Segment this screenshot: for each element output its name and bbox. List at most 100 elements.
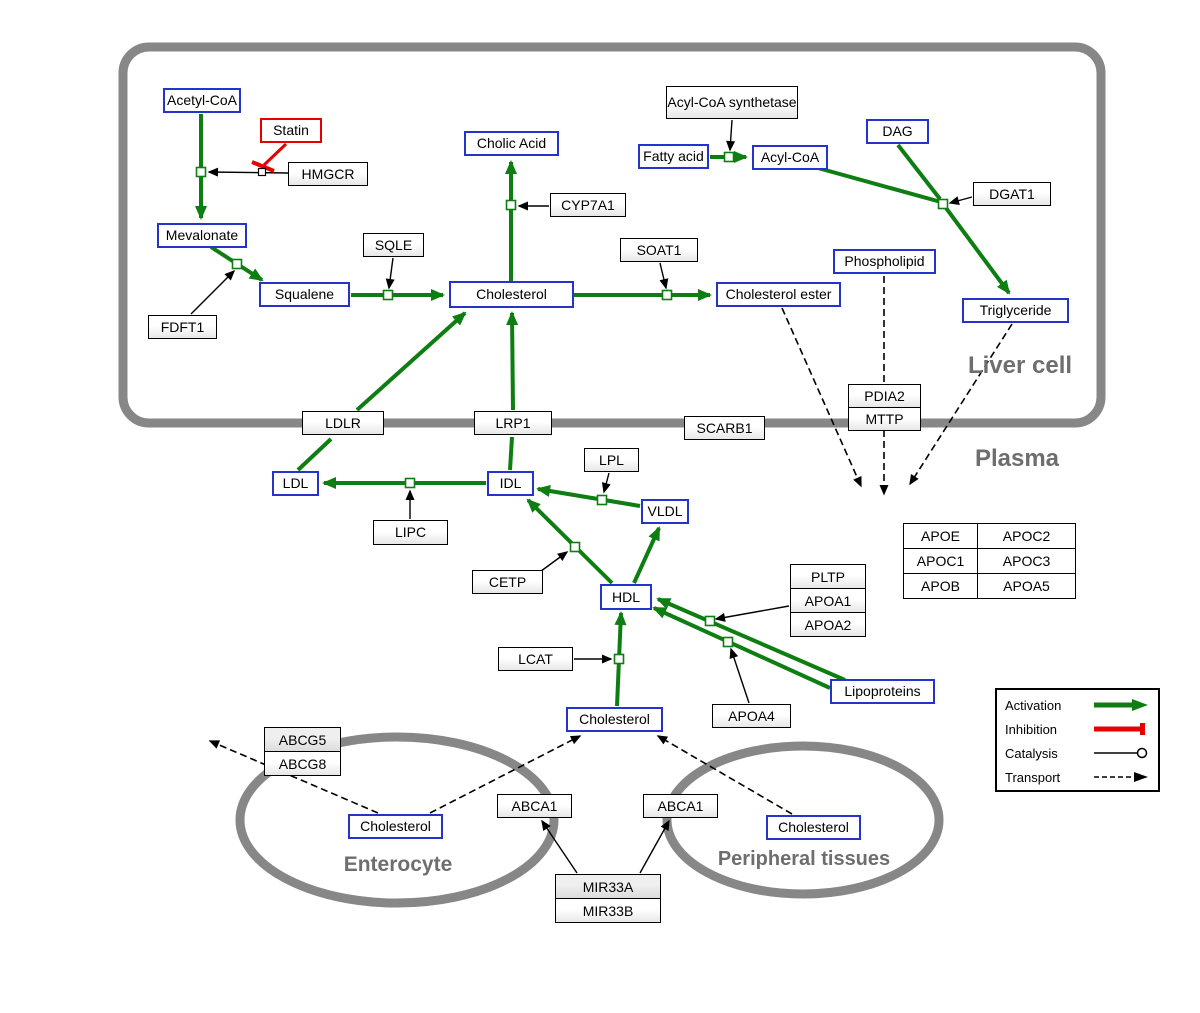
activation-edges xyxy=(195,114,1011,707)
node-dgat1[interactable]: DGAT1 xyxy=(973,182,1051,206)
catalysis-edges xyxy=(190,119,973,874)
membranes xyxy=(118,42,1106,908)
legend-activation-row: Activation xyxy=(997,693,1158,717)
node-hmgcr[interactable]: HMGCR xyxy=(288,162,368,186)
node-apoc2[interactable]: APOC2 xyxy=(978,524,1076,549)
node-pdia2[interactable]: PDIA2 xyxy=(848,384,921,408)
node-apoe[interactable]: APOE xyxy=(904,524,978,549)
node-apoa2[interactable]: APOA2 xyxy=(790,612,866,637)
node-scarb1[interactable]: SCARB1 xyxy=(684,416,765,440)
node-mevalonate[interactable]: Mevalonate xyxy=(157,223,247,248)
edge-mir33-abca1-right xyxy=(639,819,670,874)
node-lipc[interactable]: LIPC xyxy=(373,520,448,545)
edge-acylcoa-junction xyxy=(817,166,942,204)
node-cetp[interactable]: CETP xyxy=(472,570,543,594)
node-mir33a[interactable]: MIR33A xyxy=(555,874,661,899)
inhibition-tbar xyxy=(251,160,275,173)
edge-hdl-idl xyxy=(526,498,614,585)
node-ldl[interactable]: LDL xyxy=(272,471,319,496)
edge-triglyceride-to-plasma xyxy=(909,323,1013,486)
node-statin[interactable]: Statin xyxy=(260,118,322,143)
edge-hmgcr-catalysis xyxy=(207,167,289,177)
node-lipoproteins[interactable]: Lipoproteins xyxy=(830,679,935,704)
node-apob[interactable]: APOB xyxy=(904,574,978,599)
node-apoa4[interactable]: APOA4 xyxy=(712,704,791,728)
node-apoa5[interactable]: APOA5 xyxy=(978,574,1076,599)
edge-lipoproteins-hdl-lower xyxy=(652,606,831,690)
node-lcat[interactable]: LCAT xyxy=(498,647,573,671)
inhibition-edge-statin-hmgcr xyxy=(251,142,288,173)
edge-lpl-catalysis xyxy=(601,472,611,494)
edge-idl-lrp1 xyxy=(508,436,514,471)
node-apoc3[interactable]: APOC3 xyxy=(978,549,1076,574)
node-fdft1[interactable]: FDFT1 xyxy=(148,315,217,339)
pdia2-mttp-group: PDIA2 MTTP xyxy=(848,384,921,431)
node-lpl[interactable]: LPL xyxy=(584,448,639,472)
node-cholesterol-peripheral[interactable]: Cholesterol xyxy=(766,815,861,840)
node-mttp[interactable]: MTTP xyxy=(848,407,921,431)
reaction-node-squares xyxy=(195,151,949,665)
node-cholesterol-enterocyte[interactable]: Cholesterol xyxy=(348,814,443,839)
node-cholesterol-plasma[interactable]: Cholesterol xyxy=(566,707,663,732)
node-apoc1[interactable]: APOC1 xyxy=(904,549,978,574)
node-dag[interactable]: DAG xyxy=(866,119,929,144)
edge-vldl-idl xyxy=(536,485,641,508)
legend-inhibition-row: Inhibition xyxy=(997,717,1158,741)
node-sqle[interactable]: SQLE xyxy=(363,233,424,257)
node-acyl-coa-synthetase[interactable]: Acyl-CoA synthetase xyxy=(666,86,798,119)
edge-apoa4-catalysis xyxy=(729,647,750,704)
legend-transport-label: Transport xyxy=(1005,769,1061,785)
node-lrp1[interactable]: LRP1 xyxy=(474,411,552,435)
peripheral-tissues-label: Peripheral tissues xyxy=(717,848,891,870)
apolipoprotein-table: APOE APOC2 APOC1 APOC3 APOB APOA5 xyxy=(903,523,1076,599)
node-acetyl-coa[interactable]: Acetyl-CoA xyxy=(163,88,241,113)
edge-peripheral-chol-to-plasma-chol xyxy=(656,735,793,815)
node-mir33b[interactable]: MIR33B xyxy=(555,898,661,923)
edge-hdl-vldl xyxy=(632,526,661,584)
abcg5-abcg8-group: ABCG5 ABCG8 xyxy=(264,727,341,776)
catalysis-circle-icon xyxy=(1094,747,1148,759)
legend-inhibition-label: Inhibition xyxy=(1005,721,1058,737)
node-fatty-acid[interactable]: Fatty acid xyxy=(638,144,709,169)
node-pltp[interactable]: PLTP xyxy=(790,564,866,589)
node-idl[interactable]: IDL xyxy=(487,471,534,496)
edge-sqle-catalysis xyxy=(385,257,395,290)
inhibition-tbar-icon xyxy=(1094,723,1145,735)
node-apoa1[interactable]: APOA1 xyxy=(790,588,866,613)
node-ldlr[interactable]: LDLR xyxy=(302,411,384,435)
transport-dashed-arrow-icon xyxy=(1094,772,1148,782)
node-cholesterol-ester[interactable]: Cholesterol ester xyxy=(716,282,841,307)
node-soat1[interactable]: SOAT1 xyxy=(620,238,698,262)
node-cholic-acid[interactable]: Cholic Acid xyxy=(464,131,559,156)
liver-cell-label: Liver cell xyxy=(967,352,1073,379)
node-phospholipid[interactable]: Phospholipid xyxy=(833,249,936,274)
plasma-label: Plasma xyxy=(974,445,1060,472)
enterocyte-label: Enterocyte xyxy=(343,853,453,876)
node-squalene[interactable]: Squalene xyxy=(259,282,350,307)
edge-fdft1-catalysis xyxy=(190,269,236,315)
legend-catalysis-row: Catalysis xyxy=(997,741,1158,765)
liver-cell-membrane xyxy=(118,42,1106,428)
legend-activation-label: Activation xyxy=(1005,697,1062,713)
node-abca1-enterocyte[interactable]: ABCA1 xyxy=(497,794,572,818)
edge-dag-junction xyxy=(896,143,942,201)
edge-acylcoa-synthetase-catalysis xyxy=(726,119,736,152)
edge-dgat1-catalysis xyxy=(948,196,973,205)
node-abcg8[interactable]: ABCG8 xyxy=(264,751,341,776)
node-abcg5[interactable]: ABCG5 xyxy=(264,727,341,752)
node-cyp7a1[interactable]: CYP7A1 xyxy=(550,193,626,217)
edge-ldl-ldlr xyxy=(296,437,333,472)
node-abca1-peripheral[interactable]: ABCA1 xyxy=(643,794,718,818)
pltp-apoa-group: PLTP APOA1 APOA2 xyxy=(790,564,866,637)
node-cholesterol-liver[interactable]: Cholesterol xyxy=(449,281,574,308)
node-triglyceride[interactable]: Triglyceride xyxy=(962,298,1069,323)
legend: Activation Inhibition Catalysis Transpor… xyxy=(995,688,1160,792)
edge-enterocyte-chol-to-plasma-chol xyxy=(429,735,582,814)
enterocyte-membrane xyxy=(235,732,559,908)
node-hdl[interactable]: HDL xyxy=(600,584,652,610)
edge-mir33-abca1-left xyxy=(541,819,578,874)
node-acyl-coa[interactable]: Acyl-CoA xyxy=(752,145,828,170)
legend-transport-row: Transport xyxy=(997,765,1158,789)
node-vldl[interactable]: VLDL xyxy=(641,499,689,524)
